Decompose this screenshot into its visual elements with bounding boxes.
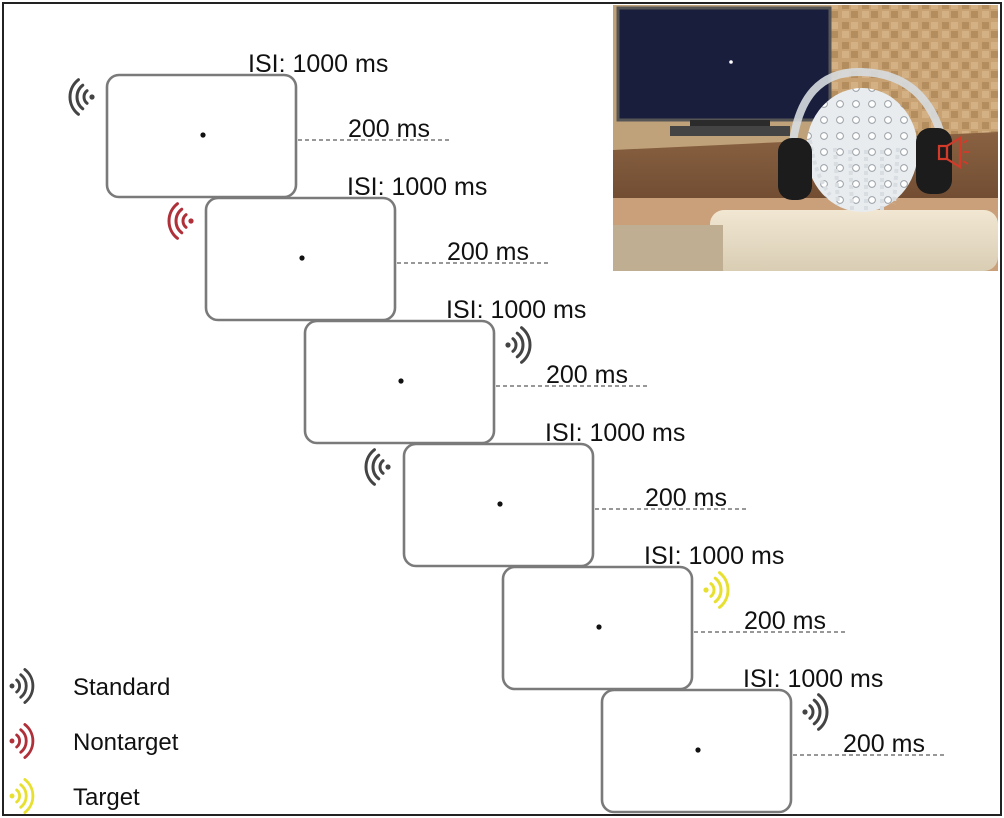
trial-6: ISI: 1000 ms 200 ms xyxy=(600,665,945,814)
legend-label: Nontarget xyxy=(73,729,179,756)
isi-label: ISI: 1000 ms xyxy=(248,50,388,78)
monitor-fixation-dot xyxy=(729,60,733,64)
eeg-cap xyxy=(806,88,918,212)
duration-label: 200 ms xyxy=(546,361,628,389)
standard-sound-icon xyxy=(9,668,35,704)
duration-label: 200 ms xyxy=(348,115,430,143)
headphone-right xyxy=(916,128,952,194)
trial-3: ISI: 1000 ms 200 ms xyxy=(303,296,648,445)
target-sound-icon xyxy=(9,778,35,814)
duration-label: 200 ms xyxy=(744,607,826,635)
fixation-dot xyxy=(695,747,701,753)
legend-item-target: Target xyxy=(9,778,140,814)
fixation-dot xyxy=(398,378,404,384)
standard-sound-icon xyxy=(802,693,829,731)
chair-back xyxy=(710,210,998,271)
headphone-left xyxy=(778,138,812,200)
experiment-photo xyxy=(613,5,998,271)
duration-label: 200 ms xyxy=(843,730,925,758)
duration-label: 200 ms xyxy=(645,484,727,512)
nontarget-sound-icon xyxy=(9,723,35,759)
isi-label: ISI: 1000 ms xyxy=(644,542,784,570)
nontarget-sound-icon xyxy=(167,202,194,240)
standard-sound-icon xyxy=(364,448,391,486)
isi-label: ISI: 1000 ms xyxy=(545,419,685,447)
legend-label: Target xyxy=(73,784,140,811)
legend-item-standard: Standard xyxy=(9,668,170,704)
isi-label: ISI: 1000 ms xyxy=(743,665,883,693)
speaker-icon xyxy=(937,136,969,169)
fixation-dot xyxy=(497,501,503,507)
monitor xyxy=(616,6,832,122)
standard-sound-icon xyxy=(68,78,95,116)
target-sound-icon xyxy=(703,571,730,609)
trial-5: ISI: 1000 ms 200 ms xyxy=(501,542,846,691)
legend-label: Standard xyxy=(73,674,170,701)
legend-item-nontarget: Nontarget xyxy=(9,723,179,759)
standard-sound-icon xyxy=(505,326,532,364)
fixation-dot xyxy=(596,624,602,630)
trial-4: ISI: 1000 ms 200 ms xyxy=(364,419,747,568)
trial-1: ISI: 1000 ms 200 ms xyxy=(68,50,450,199)
duration-label: 200 ms xyxy=(447,238,529,266)
trial-2: ISI: 1000 ms 200 ms xyxy=(167,173,549,322)
fixation-dot xyxy=(299,255,305,261)
fixation-dot xyxy=(200,132,206,138)
headphone-band xyxy=(788,67,949,151)
isi-label: ISI: 1000 ms xyxy=(347,173,487,201)
isi-label: ISI: 1000 ms xyxy=(446,296,586,324)
